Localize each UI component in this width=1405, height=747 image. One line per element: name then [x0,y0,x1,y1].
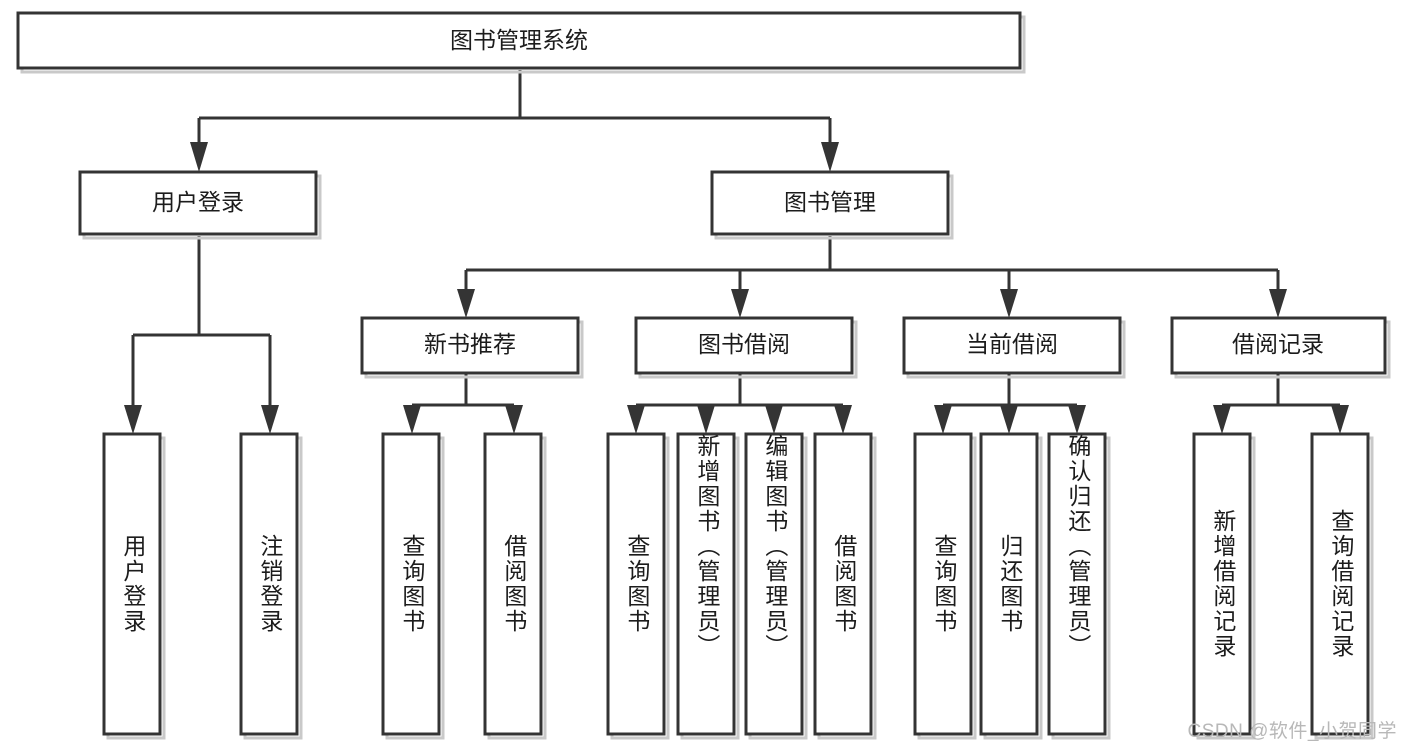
arrow-head-leaf-user-login [124,405,142,434]
leaf-node-logout[interactable] [239,432,303,740]
arrow-head-nb-leaf-2 [505,405,523,434]
arrow-head-bb-leaf-4 [834,405,852,434]
arrow-head-user-login [190,142,208,172]
node-root-system[interactable]: 图书管理系统 [16,11,1026,74]
node-book-manage[interactable]: 图书管理 [710,170,954,240]
arrow-head-cb-leaf-3 [1068,405,1086,434]
leaf-node-user-login[interactable] [102,432,166,740]
leaf-node-bb-add-book[interactable] [676,432,740,740]
arrow-head-current-borrow [1000,289,1018,318]
leaf-node-br-add-record[interactable] [1192,432,1256,740]
leaf-node-cb-return-book[interactable] [979,432,1043,740]
leaf-node-br-query-record[interactable] [1310,432,1374,740]
arrow-head-leaf-logout [261,405,279,434]
node-new-book-recommend-label: 新书推荐 [424,331,516,357]
arrow-head-br-leaf-2 [1331,405,1349,434]
leaf-node-nb-borrow-book[interactable] [483,432,547,740]
arrow-head-borrow-record [1269,289,1287,318]
arrow-head-bb-leaf-1 [627,405,645,434]
node-book-borrow-label: 图书借阅 [698,331,790,357]
leaf-node-cb-query-book[interactable] [913,432,977,740]
arrow-head-br-leaf-1 [1213,405,1231,434]
node-current-borrow-label: 当前借阅 [966,331,1058,357]
node-user-login-label: 用户登录 [152,189,244,215]
node-new-book-recommend[interactable]: 新书推荐 [360,316,584,379]
leaf-node-nb-query-book[interactable] [381,432,445,740]
node-borrow-record[interactable]: 借阅记录 [1170,316,1391,379]
leaf-node-bb-borrow-book[interactable] [813,432,877,740]
csdn-watermark: CSDN @软件_小贺同学 [1187,721,1397,742]
arrow-head-bb-leaf-2 [697,405,715,434]
leaf-node-bb-edit-book[interactable] [744,432,808,740]
arrow-head-nb-leaf-1 [403,405,421,434]
connector-layer [124,70,1349,434]
arrow-head-book-manage [821,142,839,172]
node-borrow-record-label: 借阅记录 [1232,331,1324,357]
arrow-head-cb-leaf-1 [934,405,952,434]
node-root-system-label: 图书管理系统 [450,27,588,53]
node-user-login[interactable]: 用户登录 [78,170,322,240]
leaf-node-cb-confirm-return[interactable] [1047,432,1111,740]
node-book-manage-label: 图书管理 [784,189,876,215]
arrow-head-book-borrow [731,289,749,318]
leaf-node-bb-query-book[interactable] [606,432,670,740]
arrow-head-bb-leaf-3 [765,405,783,434]
node-current-borrow[interactable]: 当前借阅 [902,316,1126,379]
arrow-head-new-book [457,289,475,318]
node-book-borrow[interactable]: 图书借阅 [634,316,858,379]
arrow-head-cb-leaf-2 [1000,405,1018,434]
